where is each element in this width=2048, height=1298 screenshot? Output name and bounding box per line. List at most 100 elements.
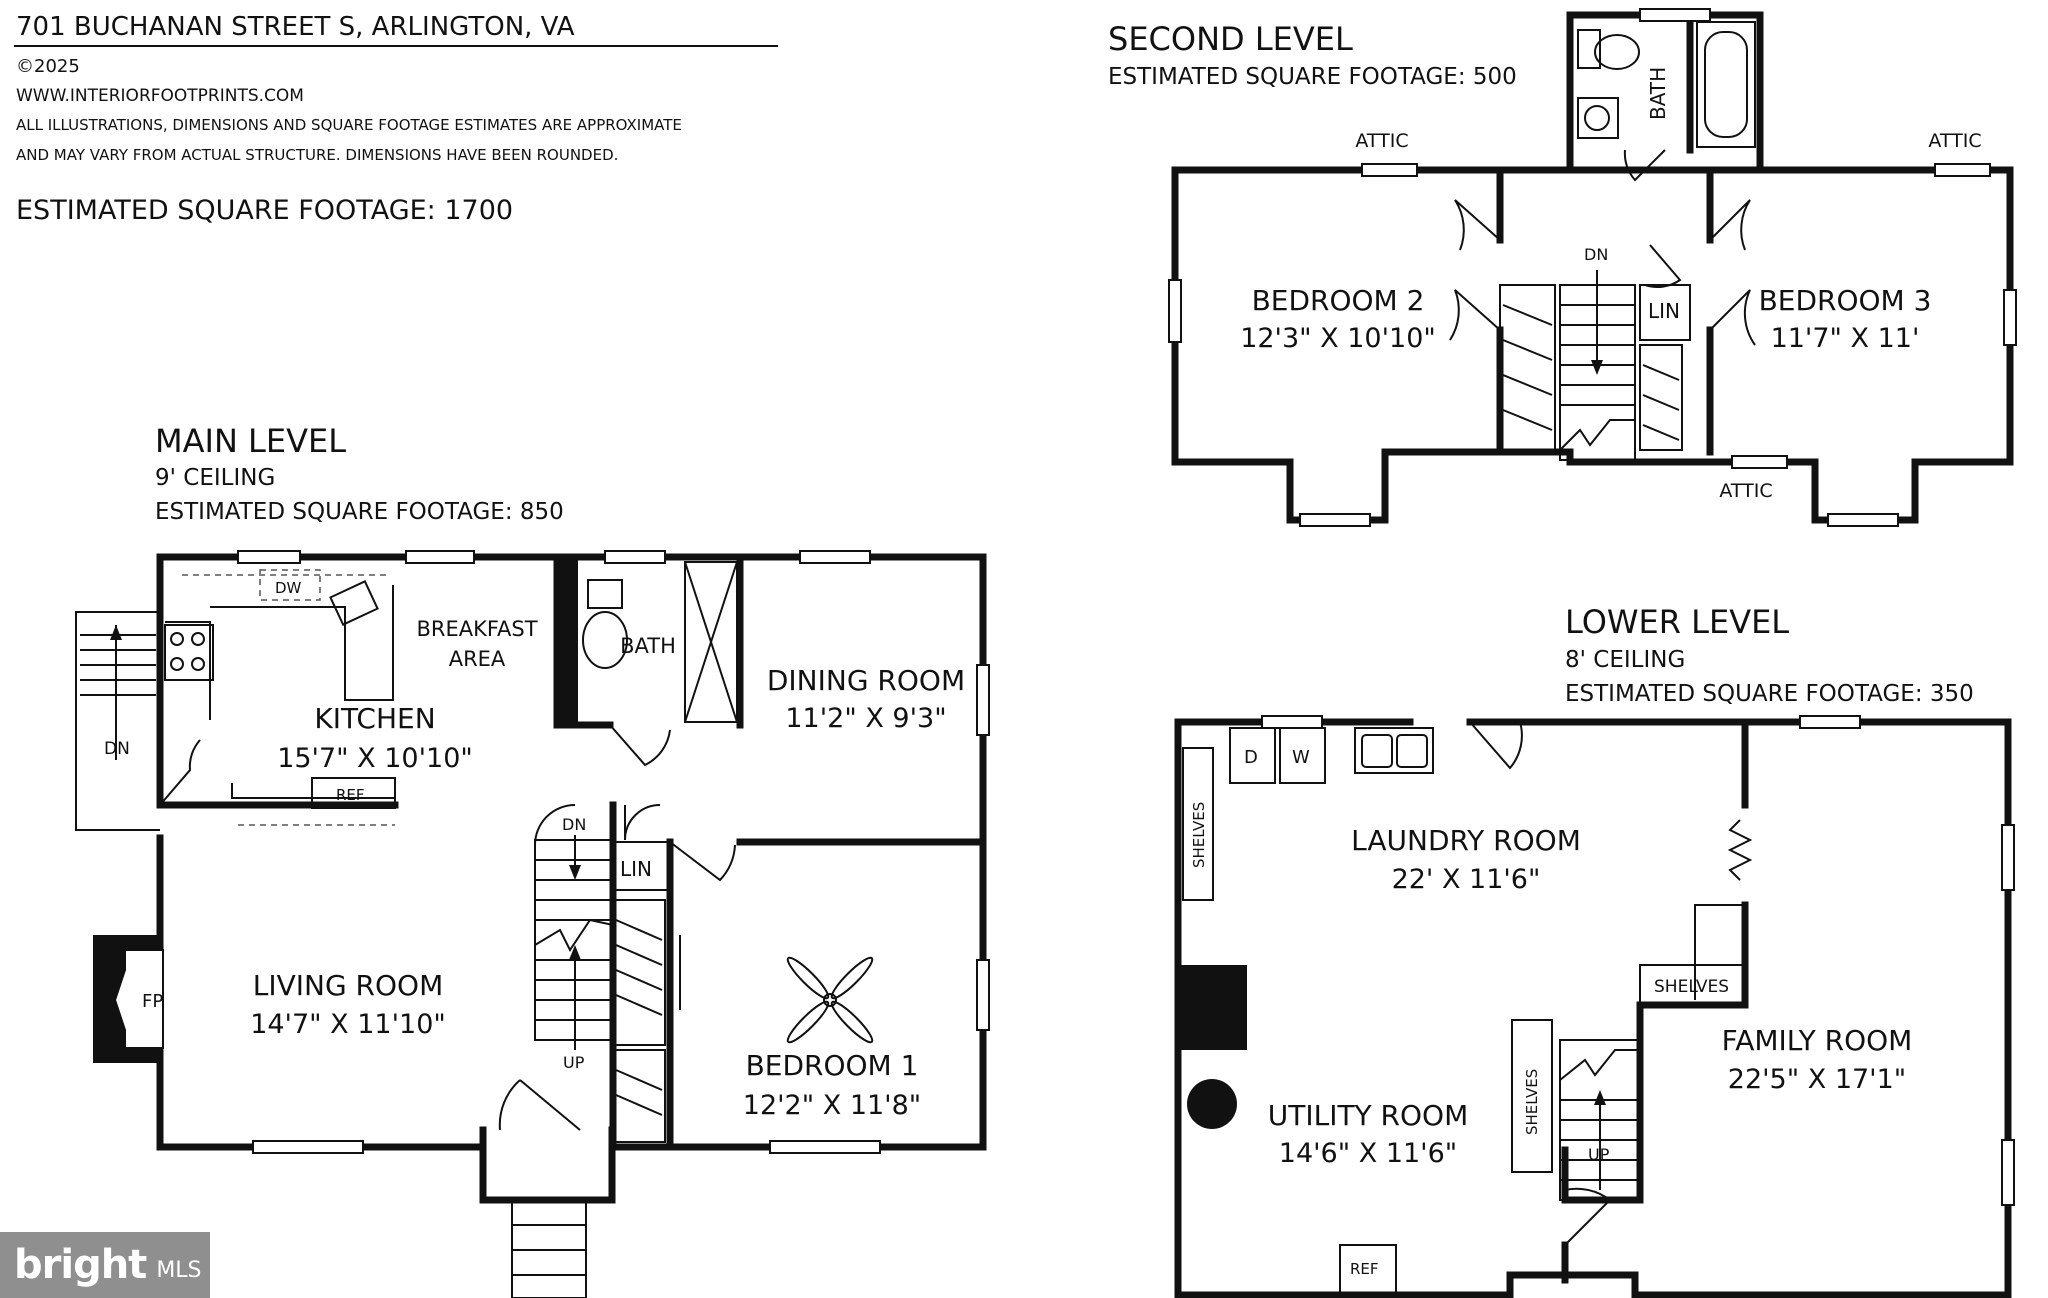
attic-label-bottom: ATTIC — [1719, 480, 1772, 502]
second-stair-arrowhead — [1591, 360, 1603, 375]
main-level-sqft: ESTIMATED SQUARE FOOTAGE: 850 — [155, 499, 564, 525]
bedroom1-name: BEDROOM 1 — [746, 1049, 919, 1082]
bed3-closet — [1639, 344, 1683, 451]
second-vanity — [1577, 97, 1619, 139]
bed2-closet-rods — [1502, 304, 1553, 431]
refrigerator — [311, 777, 396, 809]
second-window — [1731, 455, 1788, 469]
second-window — [1827, 513, 1899, 527]
lower-level-ceiling: 8' CEILING — [1565, 647, 1685, 673]
lower-up-label: UP — [1588, 1145, 1610, 1164]
main-level: MAIN LEVEL 9' CEILING ESTIMATED SQUARE F… — [75, 422, 990, 1298]
shelves-left — [1182, 747, 1214, 901]
main-window — [976, 664, 990, 736]
laundry-name: LAUNDRY ROOM — [1351, 824, 1581, 857]
stair-dn-label: DN — [562, 815, 586, 834]
stove-burner — [191, 657, 205, 671]
bed2-door — [1454, 199, 1501, 251]
stove-icon — [164, 624, 214, 681]
bed3-closet-door — [1709, 289, 1756, 346]
washer — [1279, 727, 1326, 784]
dryer — [1229, 727, 1276, 784]
stove-burner — [170, 657, 184, 671]
second-sink — [1584, 105, 1610, 131]
lower-stair-break — [1559, 1049, 1640, 1081]
lower-level: LOWER LEVEL 8' CEILING ESTIMATED SQUARE … — [1174, 603, 2015, 1298]
second-linen-label: LIN — [1648, 299, 1680, 323]
hall-closet — [612, 899, 666, 1046]
second-window — [1168, 279, 1182, 343]
lower-window — [1799, 715, 1861, 729]
lower-level-title: LOWER LEVEL — [1565, 603, 1789, 641]
lower-refrigerator — [1339, 1244, 1397, 1294]
stair-up-label: UP — [563, 1053, 585, 1072]
toilet-tank — [587, 579, 623, 609]
linen-door — [624, 804, 661, 841]
laundry-door — [1469, 721, 1523, 770]
address-text: 701 BUCHANAN STREET S, ARLINGTON, VA — [16, 12, 575, 42]
bed2-closet — [1499, 284, 1556, 451]
second-bath-label: BATH — [1646, 67, 1670, 120]
zigzag-wall — [1727, 819, 1753, 881]
watermark-brand: bright — [14, 1242, 147, 1288]
website-text: WWW.INTERIORFOOTPRINTS.COM — [16, 86, 304, 106]
total-sqft-text: ESTIMATED SQUARE FOOTAGE: 1700 — [16, 195, 513, 226]
main-window — [604, 550, 666, 564]
kitchen-door — [159, 739, 201, 806]
lower-ref-label: REF — [1350, 1260, 1379, 1278]
lower-bottom-wall — [1174, 1271, 2012, 1298]
lower-window — [2001, 824, 2015, 891]
second-linen-closet — [1639, 284, 1691, 341]
washer-label: W — [1292, 747, 1310, 768]
second-level-sqft: ESTIMATED SQUARE FOOTAGE: 500 — [1108, 64, 1517, 90]
shelves-left-label: SHELVES — [1190, 802, 1208, 868]
second-toilet-bowl — [1594, 34, 1640, 70]
kitchen-name: KITCHEN — [314, 702, 435, 735]
disclaimer-line-2: AND MAY VARY FROM ACTUAL STRUCTURE. DIME… — [16, 146, 618, 164]
stove-burner — [191, 632, 205, 646]
breakfast-label-1: BREAKFAST — [416, 617, 537, 641]
stove-burner — [170, 632, 184, 646]
second-level-title: SECOND LEVEL — [1108, 20, 1353, 58]
second-toilet-tank — [1577, 29, 1601, 69]
main-level-title: MAIN LEVEL — [155, 422, 346, 460]
main-outside-stair-arrowhead — [110, 625, 122, 640]
dining-name: DINING ROOM — [767, 664, 965, 697]
lower-level-sqft: ESTIMATED SQUARE FOOTAGE: 350 — [1565, 681, 1974, 707]
copyright-text: ©2025 — [16, 56, 80, 77]
shelves-right-label: SHELVES — [1654, 977, 1729, 997]
second-level: SECOND LEVEL ESTIMATED SQUARE FOOTAGE: 5… — [1108, 8, 2017, 527]
bathtub — [1696, 21, 1756, 148]
main-window — [405, 550, 475, 564]
closet-bottom — [612, 1049, 666, 1143]
bath-shower — [684, 561, 738, 723]
bedroom1-dims: 12'2" X 11'8" — [743, 1090, 921, 1121]
kitchen-counter — [165, 621, 211, 720]
bath-shower-x — [684, 561, 738, 723]
laundry-sink-basin — [1361, 734, 1393, 768]
stair-up-arrowhead — [569, 945, 581, 960]
bath-door — [609, 724, 671, 767]
shelves-right-box — [1639, 964, 1746, 1006]
shelves-mid-label: SHELVES — [1523, 1069, 1541, 1135]
second-window — [1299, 513, 1371, 527]
second-exterior-wall — [1171, 11, 2014, 524]
front-entry — [479, 1126, 616, 1204]
kitchen-island — [210, 585, 394, 701]
dryer-label: D — [1244, 747, 1258, 768]
lower-window — [1261, 715, 1323, 729]
linen-label: LIN — [620, 857, 652, 881]
main-window — [237, 550, 301, 564]
ceiling-fan-icon — [786, 956, 874, 1044]
front-steps — [511, 1199, 587, 1298]
main-bath-label: BATH — [620, 634, 676, 658]
hall-closet-rods — [615, 919, 663, 1016]
laundry-sink — [1354, 727, 1434, 774]
bath-solid-wall — [560, 560, 578, 725]
lower-exterior-wall — [1466, 718, 2012, 1298]
bedroom2-name: BEDROOM 2 — [1252, 284, 1425, 317]
attic-label-left: ATTIC — [1355, 130, 1408, 152]
shelves-wall — [1694, 904, 1745, 1000]
refrigerator-label: REF — [336, 786, 365, 804]
